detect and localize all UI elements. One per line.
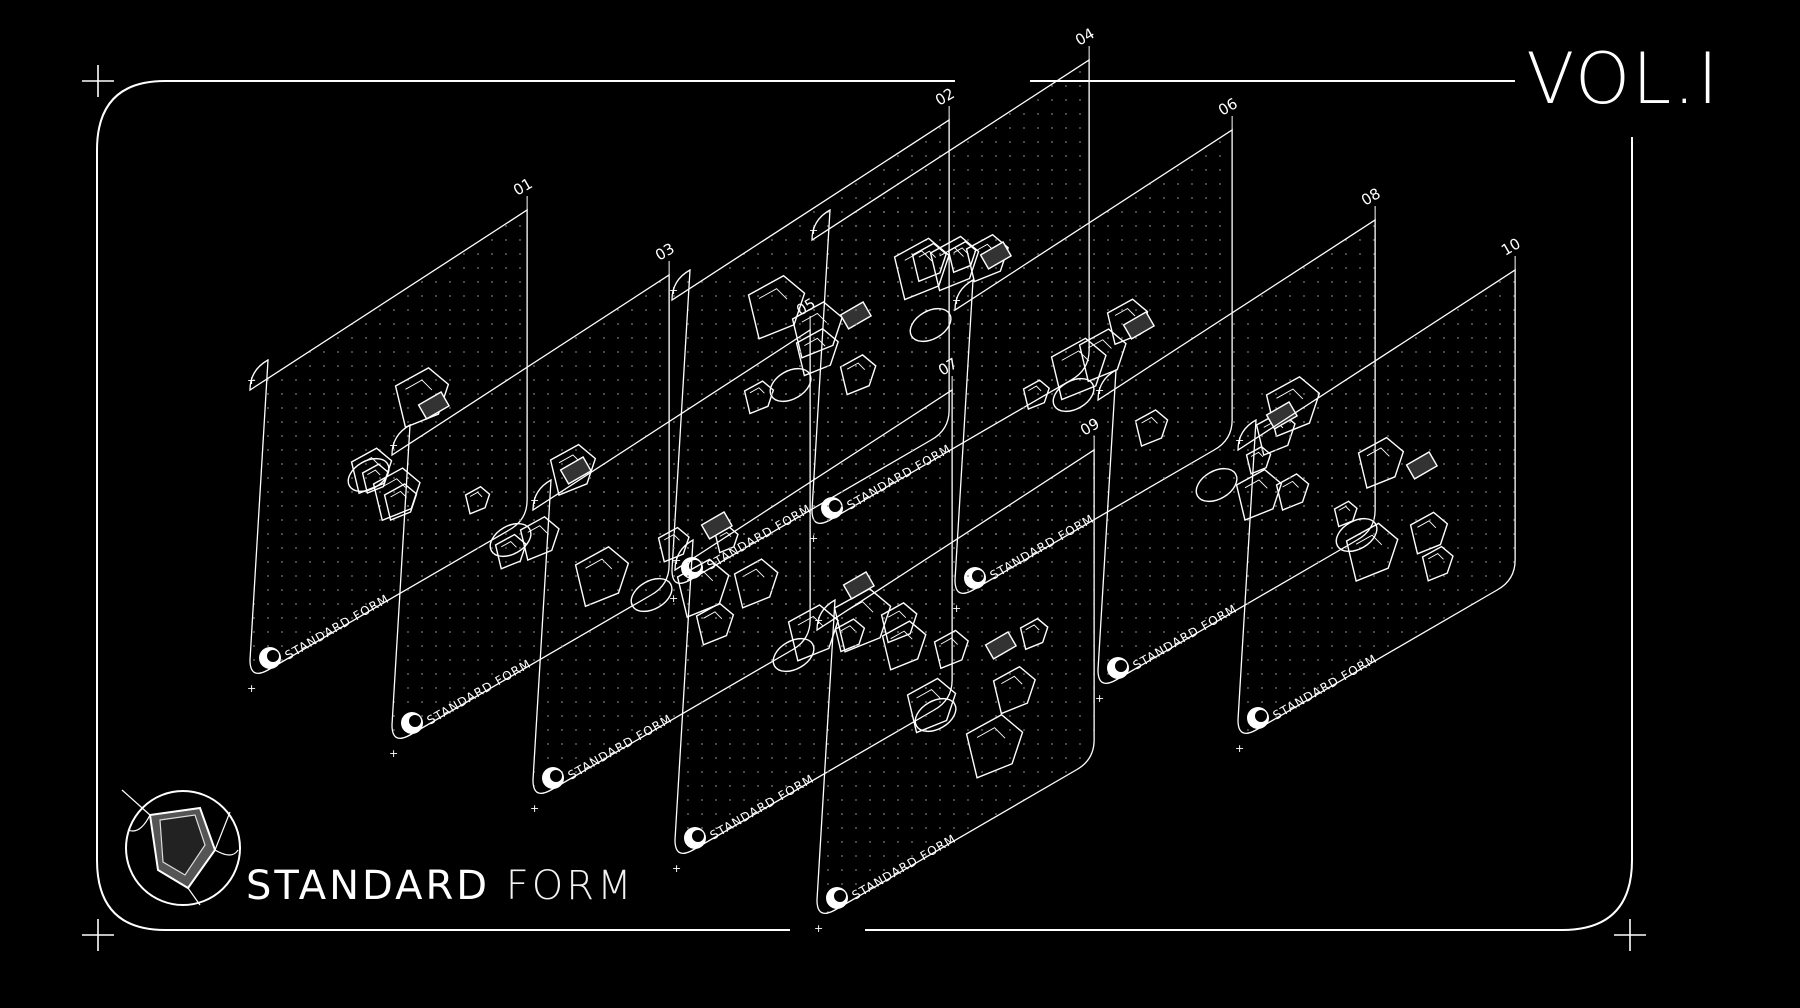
corner-mark: +	[1095, 384, 1104, 397]
corner-mark: +	[389, 439, 398, 452]
panel-number: 01	[510, 174, 536, 199]
panel-frame	[816, 448, 1095, 914]
volume-title: VOL.I	[1526, 38, 1720, 120]
corner-mark: +	[1095, 692, 1104, 705]
panel-frame	[1237, 268, 1516, 734]
corner-mark: +	[389, 747, 398, 760]
panel-number: 04	[1072, 24, 1098, 49]
brand-word-standard: STANDARD	[246, 863, 491, 909]
panel-number: 03	[652, 239, 678, 264]
corner-mark: +	[672, 862, 681, 875]
corner-mark: +	[530, 802, 539, 815]
part-drawing	[893, 233, 1013, 343]
part-drawing	[1022, 298, 1169, 447]
corner-mark: +	[952, 294, 961, 307]
brand-wordmark: STANDARD FORM	[246, 866, 635, 906]
brand-word-form: FORM	[505, 863, 635, 909]
outer-frame	[96, 80, 1633, 931]
crosshair-icon	[82, 65, 1646, 951]
corner-mark: +	[814, 922, 823, 935]
corner-mark: +	[669, 284, 678, 297]
corner-mark: +	[1235, 742, 1244, 755]
corner-mark: +	[247, 374, 256, 387]
corner-mark: +	[809, 224, 818, 237]
standard-form-logo	[121, 789, 241, 906]
panel-number: 02	[932, 84, 958, 109]
corner-mark: +	[814, 614, 823, 627]
panel-number: 10	[1498, 234, 1524, 259]
corner-mark: +	[672, 554, 681, 567]
corner-mark: +	[530, 494, 539, 507]
corner-mark: +	[247, 682, 256, 695]
corner-mark: +	[1235, 434, 1244, 447]
panel-number: 06	[1215, 94, 1241, 119]
panel-number: 08	[1358, 184, 1384, 209]
part-drawing	[1333, 436, 1454, 582]
part-drawing	[906, 617, 1049, 779]
